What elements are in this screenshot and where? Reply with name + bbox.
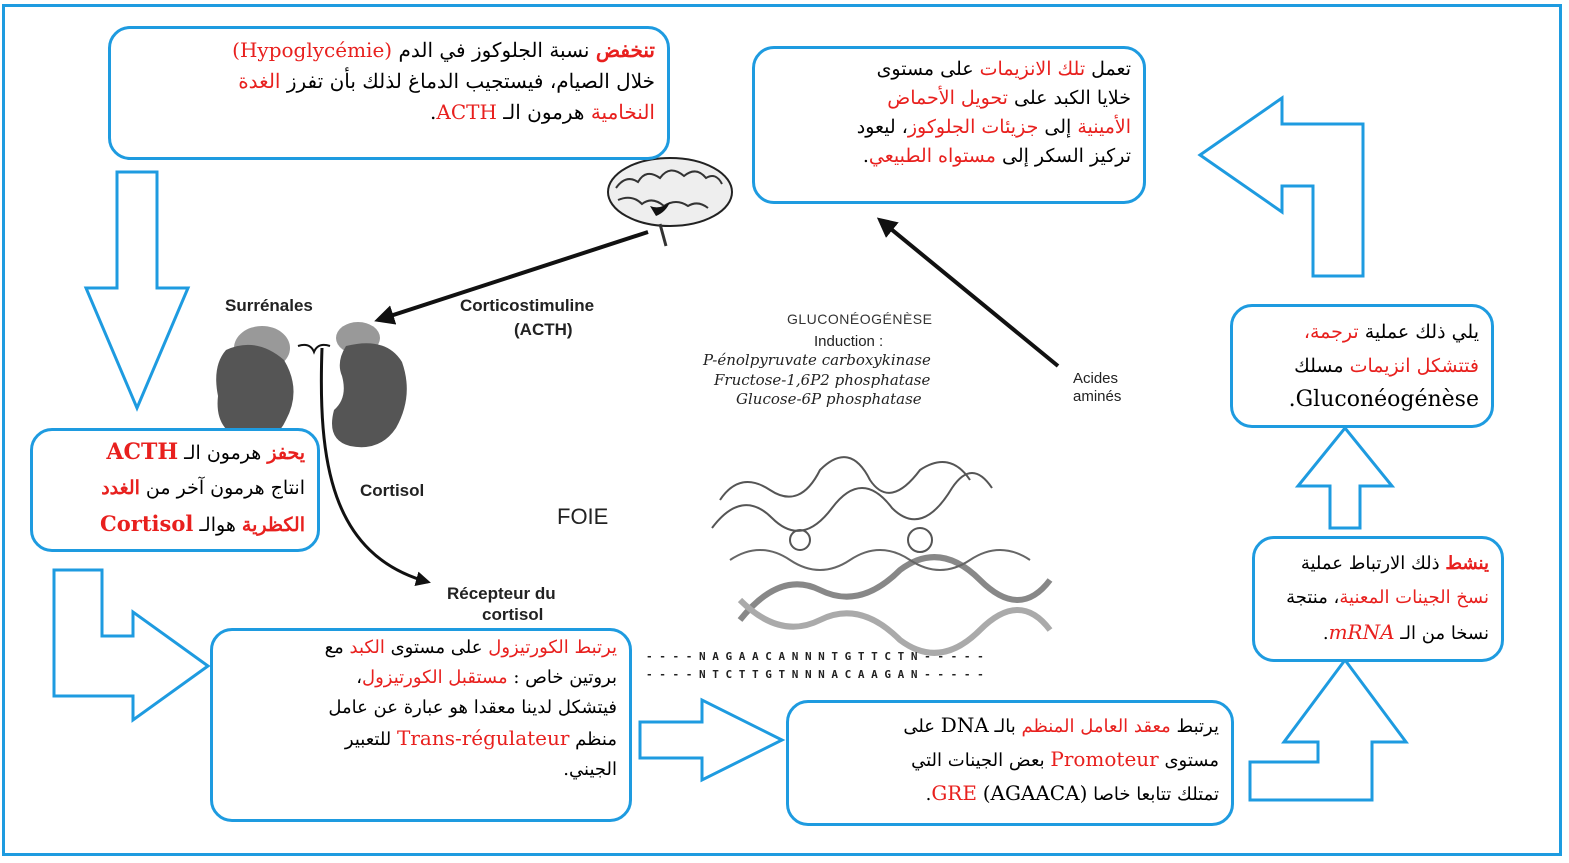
box3-line3: Gluconéogénèse.: [1288, 387, 1479, 412]
box1-line3: النخامية هرمون الـ ACTH.: [430, 100, 655, 124]
box6-line4: منظم Trans-régulateur للتعبير: [344, 726, 617, 750]
dna-strand-1: - - - - N A G A A C A N N N T G T T C T …: [646, 650, 984, 663]
box-promoteur: يرتبط معقد العامل المنظم بالـ DNA على مس…: [786, 700, 1234, 826]
label-enzyme-3: Glucose-6P phosphatase: [736, 390, 922, 408]
box-enzymes: تعمل تلك الانزيمات على مستوى خلايا الكبد…: [752, 46, 1146, 204]
down-arrow-left: [83, 170, 191, 412]
box3-line1: يلي ذلك عملية ترجمة،: [1303, 321, 1479, 343]
box2-line2: خلايا الكبد على تحويل الأحماض: [887, 87, 1131, 109]
label-corticostimuline: Corticostimuline: [460, 296, 595, 315]
elbow-arrow-left: [52, 568, 211, 723]
dna-strand-2: - - - - N T C T T G T N N N A C A A G A …: [646, 668, 984, 681]
box6-line3: فيتشكل لدينا معقدا هو عبارة عن عامل: [328, 697, 617, 718]
box2-line3: الأمينية إلى جزيئات الجلوكوز، ليعود: [856, 116, 1131, 138]
label-foie: FOIE: [557, 504, 609, 529]
label-amines: aminés: [1073, 388, 1122, 405]
box-recepteur: يرتبط الكورتيزول على مستوى الكبد مع بروت…: [210, 628, 632, 822]
box2-line4: تركيز السكر إلى مستواه الطبيعي.: [862, 145, 1131, 167]
diagram-frame: [2, 4, 1562, 856]
box-hypoglycemie: تنخفض نسبة الجلوكوز في الدم (Hypoglycémi…: [108, 26, 670, 160]
box4-line2: انتاج هرمون آخر من الغدد: [101, 477, 305, 499]
box7-line2: مستوى Promoteur بعض الجينات التي: [911, 747, 1219, 771]
right-arrow-middle: [638, 697, 786, 783]
label-induction: Induction :: [814, 333, 884, 350]
box6-line5: الجيني.: [563, 759, 617, 780]
label-recepteur-2: cortisol: [482, 605, 544, 624]
arrow-cortisol-curve: [319, 347, 431, 587]
label-gluconeogenese: GLUCONÉOGÉNÈSE: [787, 311, 933, 327]
elbow-arrow-top-right: [1197, 95, 1365, 278]
box-cortisol-secretion: يحفز هرمون الـ ACTH انتاج هرمون آخر من ا…: [30, 428, 320, 552]
label-cortisol: Cortisol: [360, 481, 425, 500]
box1-line2: خلال الصيام، فيستجيب الدماغ لذلك بأن تفر…: [238, 69, 655, 93]
elbow-arrow-right: [1248, 657, 1409, 802]
protein-dna-illustration: [711, 456, 1053, 656]
label-surrenales: Surrénales: [225, 296, 313, 315]
label-acides: Acides: [1073, 370, 1119, 387]
up-arrow-right: [1294, 425, 1396, 530]
box2-line1: تعمل تلك الانزيمات على مستوى: [876, 58, 1131, 80]
label-enzyme-1: P-énolpyruvate carboxykinase: [703, 351, 931, 369]
box-transcription: ينشط ذلك الارتباط عملية نسخ الجينات المع…: [1252, 536, 1504, 662]
adrenal-glands: [216, 322, 407, 448]
box6-line2: بروتين خاص : مستقبل الكورتيزول،: [356, 667, 617, 688]
box7-line1: يرتبط معقد العامل المنظم بالـ DNA على: [903, 713, 1219, 737]
box5-line1: ينشط ذلك الارتباط عملية: [1300, 553, 1489, 574]
box4-line3: الكظرية هوالـ Cortisol: [100, 511, 305, 536]
label-enzyme-2: Fructose-1,6P2 phosphatase: [714, 371, 931, 389]
label-acth: (ACTH): [514, 320, 573, 339]
brain-icon: [607, 157, 733, 247]
arrow-brain-to-surrenales: [374, 230, 649, 325]
box6-line1: يرتبط الكورتيزول على مستوى الكبد مع: [324, 637, 617, 658]
box3-line2: فتتشكل انزيمات مسلك: [1294, 355, 1479, 377]
box4-line1: يحفز هرمون الـ ACTH: [106, 439, 305, 465]
box1-line1: تنخفض نسبة الجلوكوز في الدم (Hypoglycémi…: [232, 38, 655, 62]
box-traduction: يلي ذلك عملية ترجمة، فتتشكل انزيمات مسلك…: [1230, 304, 1494, 428]
box5-line2: نسخ الجينات المعنية، منتجة: [1286, 587, 1489, 608]
arrow-acides-to-box: [876, 217, 1060, 368]
label-recepteur: Récepteur du: [447, 584, 556, 603]
box5-line3: نسخا من الـ mRNA.: [1322, 620, 1489, 644]
box7-line3: تمتلك تتابعا خاصا (AGAACA) GRE.: [925, 781, 1219, 805]
